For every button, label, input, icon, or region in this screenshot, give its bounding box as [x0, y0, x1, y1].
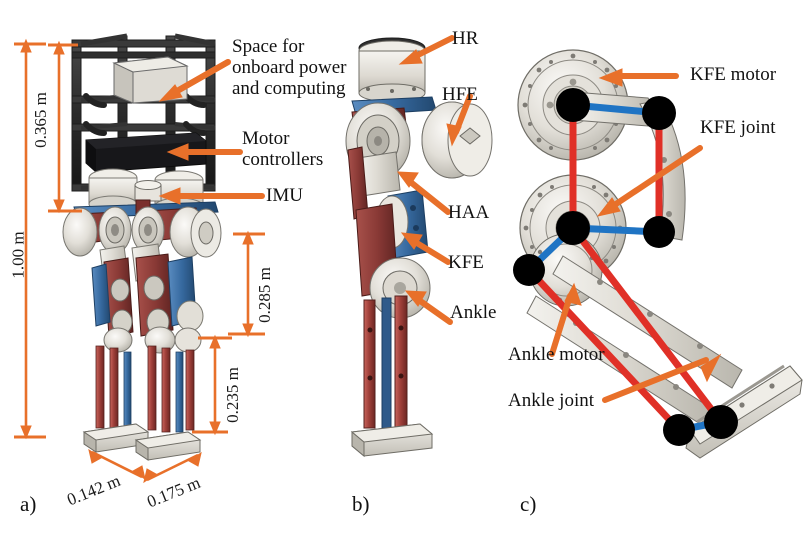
annotation-kfe: KFE — [448, 252, 484, 273]
dimension-thigh-length: 0.285 m — [254, 267, 274, 323]
hfe-actuator — [422, 102, 492, 178]
dimension-shank-length: 0.235 m — [222, 367, 242, 423]
annotation-ankle: Ankle — [450, 302, 497, 323]
annotation-imu: IMU — [266, 185, 303, 206]
thigh-left — [92, 258, 133, 337]
shank-right — [148, 346, 194, 432]
kinematic-overlay — [513, 88, 738, 446]
annotation-kfe-joint: KFE joint — [700, 117, 776, 138]
thigh-right — [136, 254, 203, 336]
panel-b-annotation-arrows — [398, 38, 470, 322]
panel-c-annotation-arrows — [552, 69, 720, 400]
motor-controllers-board — [86, 133, 206, 172]
annotation-haa: HAA — [448, 202, 490, 223]
panel-letter-c: c) — [520, 492, 537, 516]
dimension-torso-height: 0.365 m — [30, 92, 50, 148]
annotation-ankle-motor: Ankle motor — [508, 344, 605, 365]
annotation-kfe-motor: KFE motor — [690, 64, 777, 85]
foot-right — [136, 432, 200, 460]
annotation-hfe: HFE — [442, 84, 478, 105]
dimension-total-height: 1.00 m — [8, 231, 28, 279]
annotation-motor-controllers: Motor controllers — [242, 128, 324, 170]
panel-letter-a: a) — [20, 492, 37, 516]
hr-actuator — [359, 38, 425, 102]
panel-a-annotation-arrows — [160, 62, 262, 204]
panel-a-dimension-lines — [14, 40, 265, 482]
red-links — [529, 105, 721, 430]
panel-b-leg — [346, 38, 492, 456]
annotation-ankle-joint: Ankle joint — [508, 390, 595, 411]
panel-b-foot — [352, 424, 432, 456]
annotation-space-for-onboard-power: Space for onboard power and computing — [232, 36, 347, 99]
annotation-hr: HR — [452, 28, 479, 49]
shank-left — [96, 346, 131, 432]
panel-letter-b: b) — [352, 492, 370, 516]
joint-nodes — [513, 88, 738, 446]
panel-a-robot — [63, 36, 221, 460]
